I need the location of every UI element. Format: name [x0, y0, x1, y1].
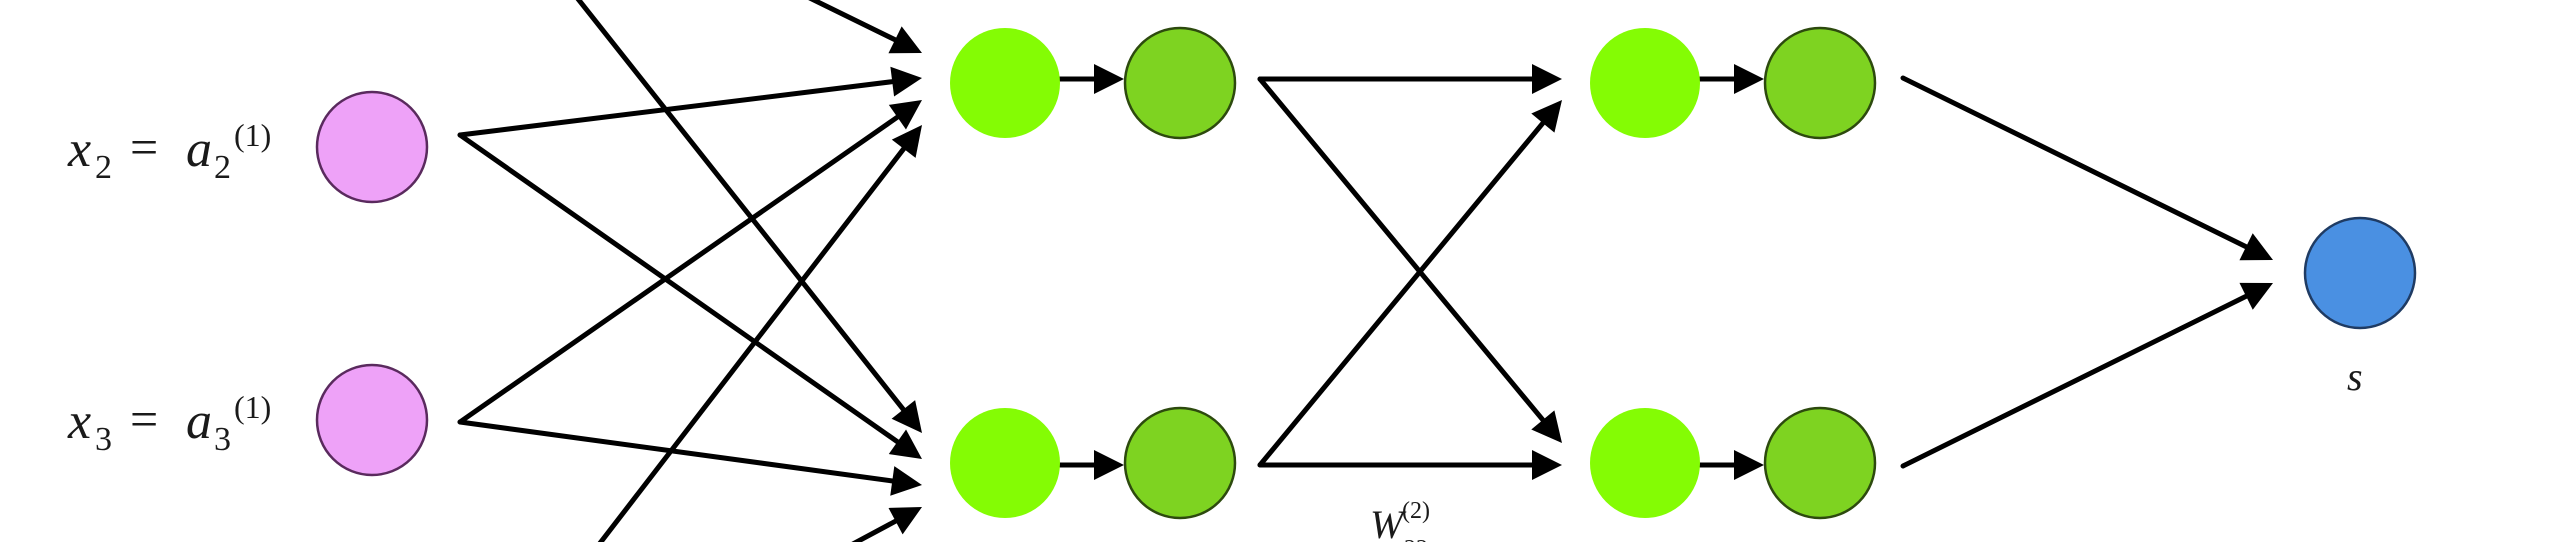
arrowhead	[891, 400, 922, 433]
input-node-2	[315, 90, 429, 204]
edge-x1-to-h1b	[575, 0, 922, 433]
edge-line	[1900, 292, 2251, 469]
weight-sub: 22	[1404, 536, 1428, 542]
hidden1-pre-node-2	[950, 408, 1060, 518]
arrowhead	[888, 26, 922, 54]
label-act-sub: 2	[214, 149, 231, 186]
edge-x4-to-h1a	[597, 125, 922, 542]
arrowhead	[2239, 282, 2273, 310]
weight-label-w22: W (2) 22	[1370, 498, 1430, 542]
arrowhead	[1734, 64, 1764, 94]
edge-h1a-pre-to-act	[1057, 64, 1124, 94]
edge-line	[457, 419, 897, 484]
arrowhead	[1734, 450, 1764, 480]
weight-sup: (2)	[1402, 498, 1430, 524]
label-sub: 3	[95, 421, 112, 458]
edge-h2a-pre-to-act	[1697, 64, 1764, 94]
hidden2-act-node-2	[1763, 406, 1877, 520]
edge-w22	[1257, 450, 1562, 480]
label-var: x	[67, 393, 91, 450]
edges	[457, 0, 2273, 542]
hidden1-act-node-2	[1123, 406, 1237, 520]
edge-line	[1257, 76, 1547, 424]
edge-h2b-pre-to-act	[1697, 450, 1764, 480]
arrowhead	[1531, 410, 1562, 443]
label-sub: 2	[95, 149, 112, 186]
label-act: a	[186, 121, 212, 178]
input-label-x2: x 2 = a 2 (1)	[67, 117, 271, 186]
arrowhead	[891, 125, 922, 158]
arrowhead	[890, 66, 922, 97]
label-sup: (1)	[234, 117, 271, 153]
edge-h2b-to-s	[1900, 282, 2273, 469]
input-node-3	[315, 363, 429, 477]
input-label-x3: x 3 = a 3 (1)	[67, 389, 271, 458]
hidden2-act-node-1	[1763, 26, 1877, 140]
arrowhead	[1531, 100, 1562, 133]
edge-w12	[1257, 100, 1562, 468]
hidden2-pre-node-1	[1590, 28, 1700, 138]
edge-h2a-to-s	[1900, 75, 2273, 261]
edge-w21	[1257, 76, 1562, 443]
nodes	[315, 26, 2417, 520]
edge-x1-to-h1a	[808, 0, 922, 54]
label-eq: =	[130, 119, 158, 175]
edge-line	[457, 113, 902, 425]
label-eq: =	[130, 391, 158, 447]
arrowhead	[890, 466, 922, 496]
arrowhead	[888, 429, 922, 459]
label-act: a	[186, 393, 212, 450]
arrowhead	[2239, 233, 2273, 261]
arrowhead	[1532, 450, 1562, 480]
edge-line	[1257, 119, 1547, 468]
edge-line	[457, 132, 902, 446]
edge-x3-to-h1b	[457, 419, 922, 496]
arrowhead	[888, 100, 922, 130]
arrowhead	[888, 507, 922, 535]
edge-h1b-pre-to-act	[1057, 450, 1124, 480]
edge-w11	[1257, 64, 1562, 94]
edge-x4-to-h1b	[851, 507, 922, 542]
edge-line	[597, 144, 908, 542]
arrowhead	[1532, 64, 1562, 94]
edge-line	[457, 78, 897, 138]
edge-x3-to-h1a	[457, 100, 922, 425]
hidden1-pre-node-1	[950, 28, 1060, 138]
edge-line	[808, 0, 900, 44]
hidden1-act-node-1	[1123, 26, 1237, 140]
arrowhead	[1094, 450, 1124, 480]
arrowhead	[1094, 64, 1124, 94]
edge-x2-to-h1a	[457, 66, 922, 138]
edge-line	[851, 517, 900, 542]
output-label-s: s	[2347, 354, 2363, 399]
weight-var: W	[1370, 502, 1407, 542]
label-var: x	[67, 121, 91, 178]
edge-line	[1900, 75, 2251, 251]
edge-line	[575, 0, 908, 414]
label-act-sub: 3	[214, 421, 231, 458]
output-node-s	[2303, 216, 2417, 330]
edge-x2-to-h1b	[457, 132, 922, 459]
label-sup: (1)	[234, 389, 271, 425]
hidden2-pre-node-2	[1590, 408, 1700, 518]
